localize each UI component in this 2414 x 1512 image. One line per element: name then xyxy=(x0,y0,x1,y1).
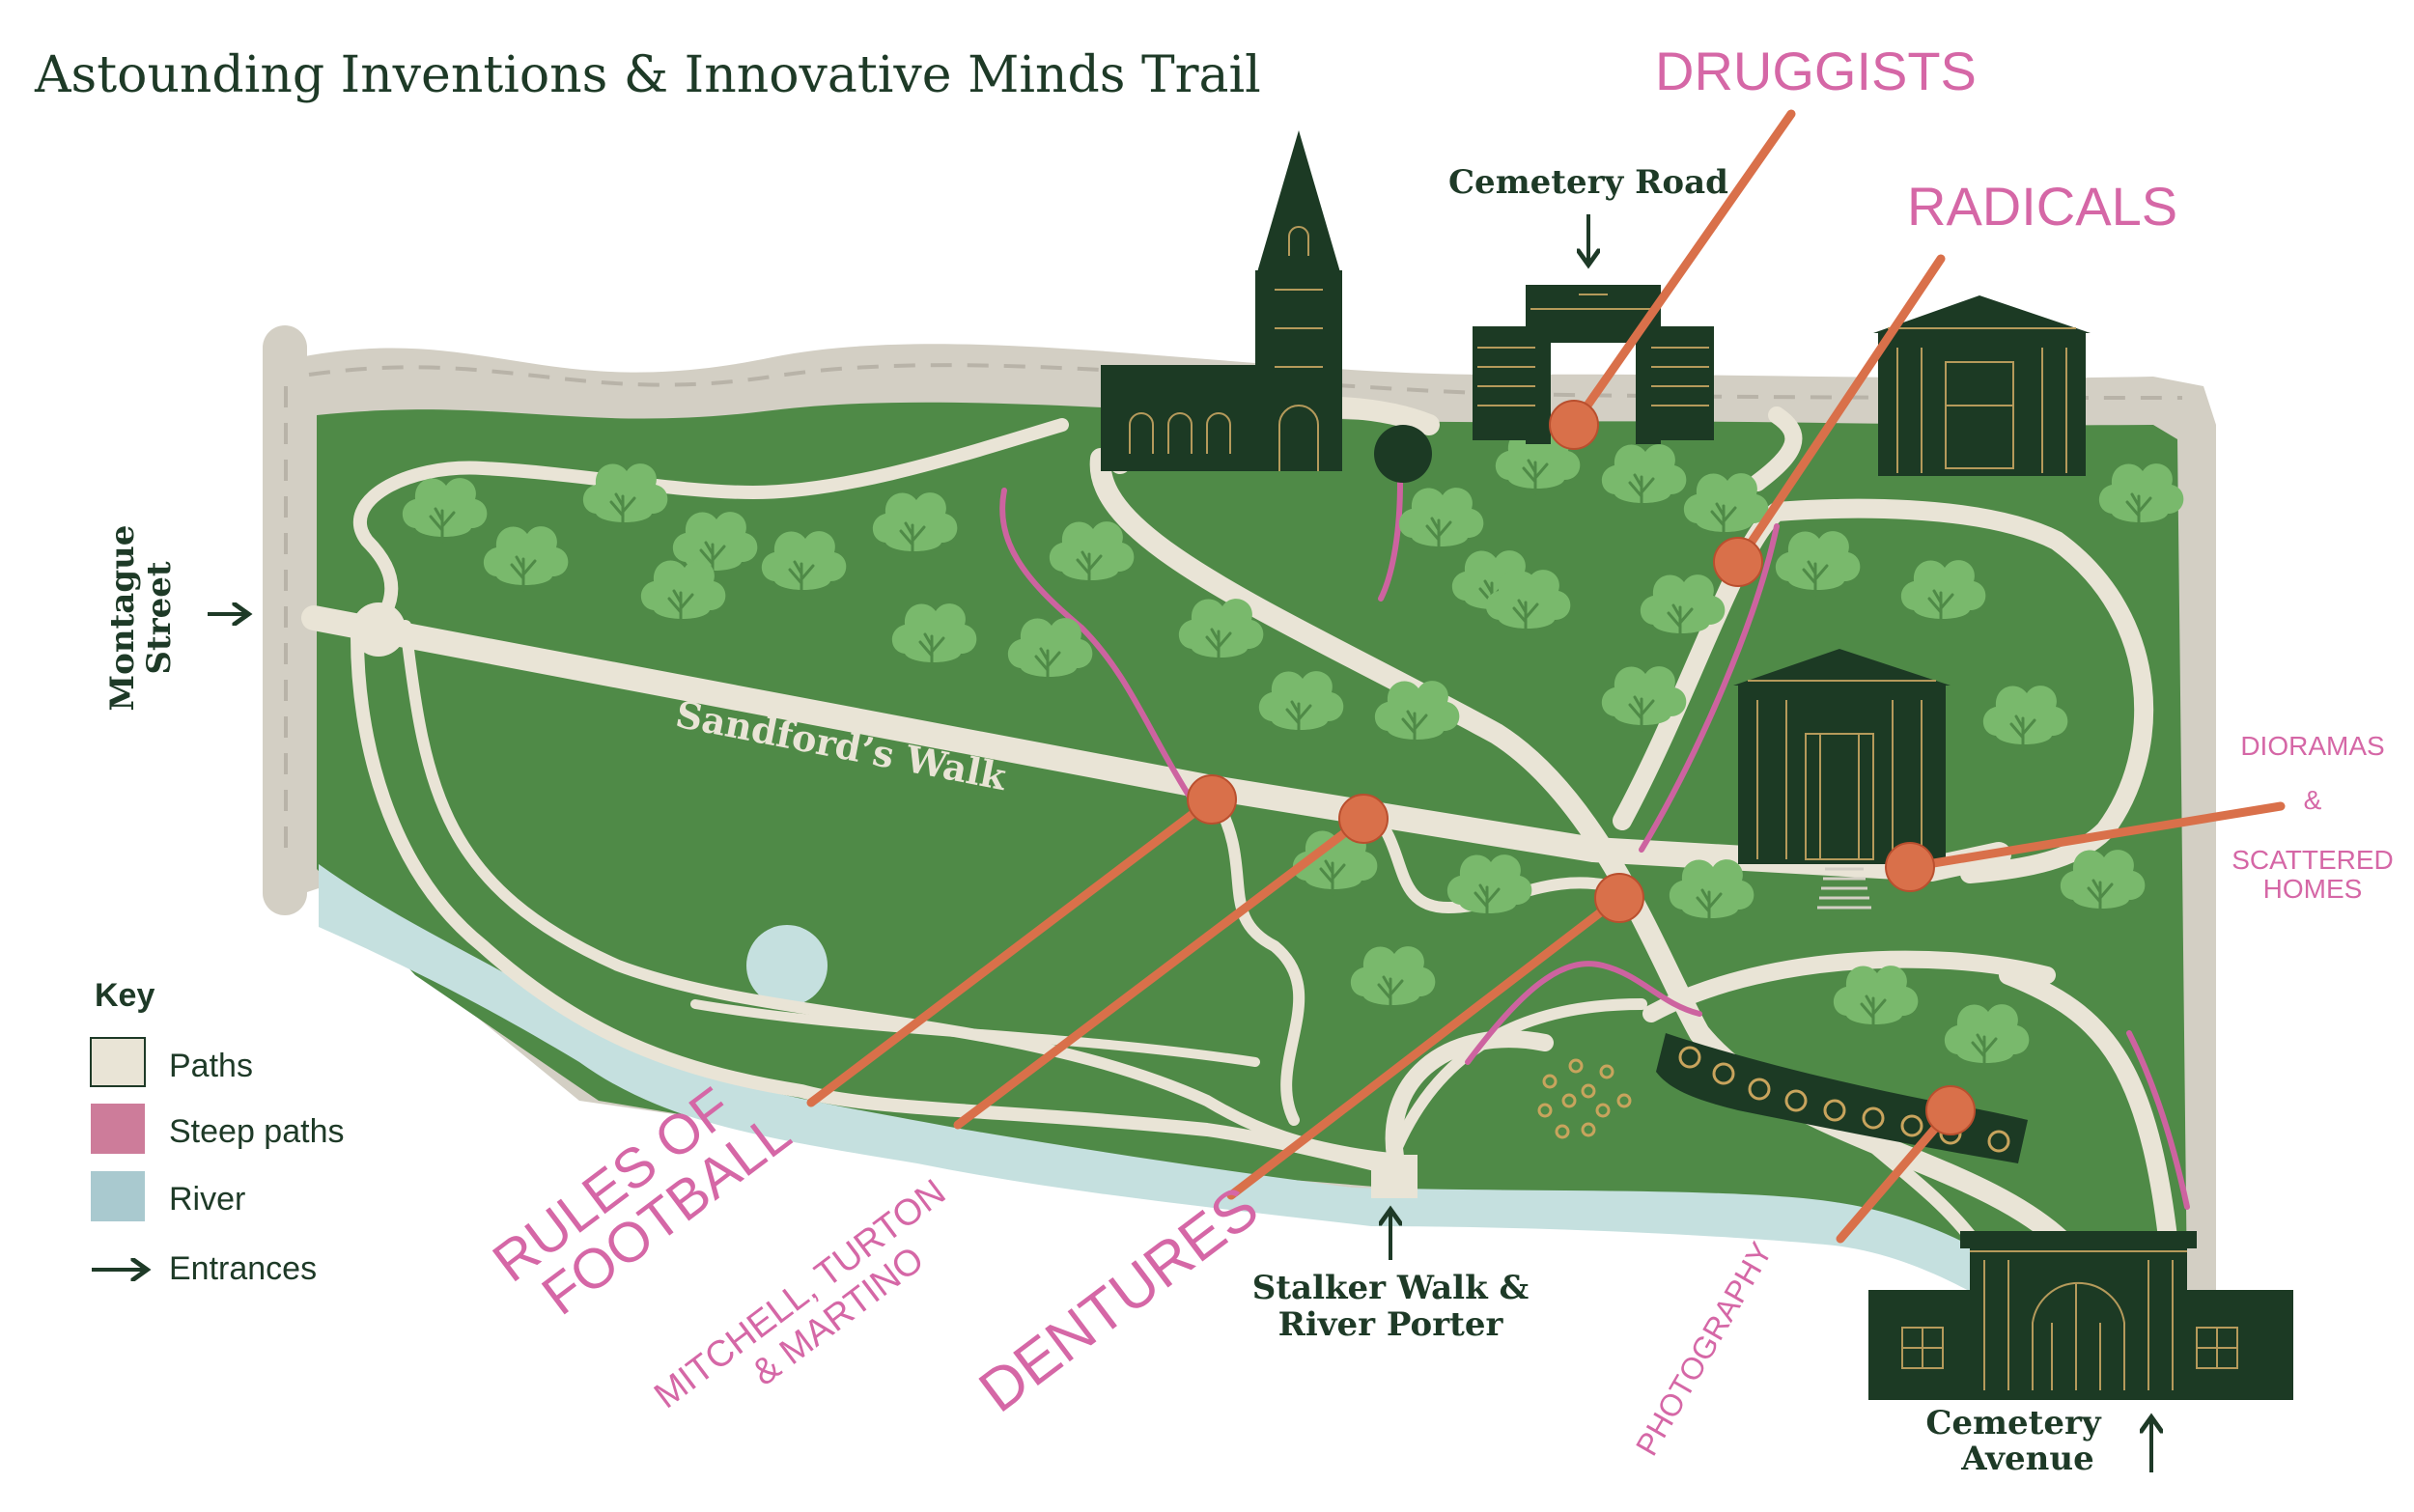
river xyxy=(319,864,2066,1332)
key-swatch-steep xyxy=(91,1104,145,1154)
label-cemetery-avenue-2: Avenue xyxy=(1960,1440,2093,1478)
key-swatch-paths xyxy=(90,1037,146,1087)
poi-leader-lines xyxy=(806,109,2286,1244)
spiral-feature xyxy=(1537,1058,1632,1139)
label-cemetery-road: Cemetery Road xyxy=(1448,163,1728,202)
pin-icon[interactable] xyxy=(1187,400,1976,1135)
key-label-paths: Paths xyxy=(169,1048,253,1084)
label-cemetery-avenue-1: Cemetery xyxy=(1925,1404,2102,1442)
key-label-entrances: Entrances xyxy=(169,1250,317,1287)
steep-paths xyxy=(999,480,2190,1210)
poi-radicals: RADICALS xyxy=(1907,176,2177,237)
poi-dioramas-2: SCATTERED xyxy=(2232,845,2394,875)
label-montague-street-1: Montague xyxy=(103,525,142,712)
main-gate-icon xyxy=(1868,1231,2293,1400)
key-heading: Key xyxy=(95,977,154,1014)
poi-dioramas-1: DIORAMAS xyxy=(2240,731,2384,761)
map-title: Astounding Inventions & Innovative Minds… xyxy=(34,46,1261,104)
mausoleum-round xyxy=(1374,425,1432,483)
map-key: Key Paths Steep paths River Entrances xyxy=(90,977,344,1287)
church-icon xyxy=(1101,130,1342,471)
poi-photography: PHOTOGRAPHY xyxy=(1629,1236,1779,1461)
poi-dentures: DENTURES xyxy=(968,1174,1271,1425)
poi-dioramas-3: HOMES xyxy=(2263,874,2363,904)
key-label-river: River xyxy=(169,1181,245,1218)
poi-dioramas-amp: & xyxy=(2304,785,2322,815)
key-swatch-river xyxy=(91,1171,145,1221)
pond xyxy=(746,925,828,1006)
label-montague-street-2: Street xyxy=(140,561,179,674)
temple-icon xyxy=(1873,295,2091,476)
key-label-steep: Steep paths xyxy=(169,1113,344,1150)
chapel-icon xyxy=(1733,649,1951,910)
poi-druggists: DRUGGISTS xyxy=(1655,41,1977,101)
label-stalker-walk-1: Stalker Walk & xyxy=(1252,1269,1530,1307)
label-stalker-walk-2: River Porter xyxy=(1278,1305,1504,1344)
